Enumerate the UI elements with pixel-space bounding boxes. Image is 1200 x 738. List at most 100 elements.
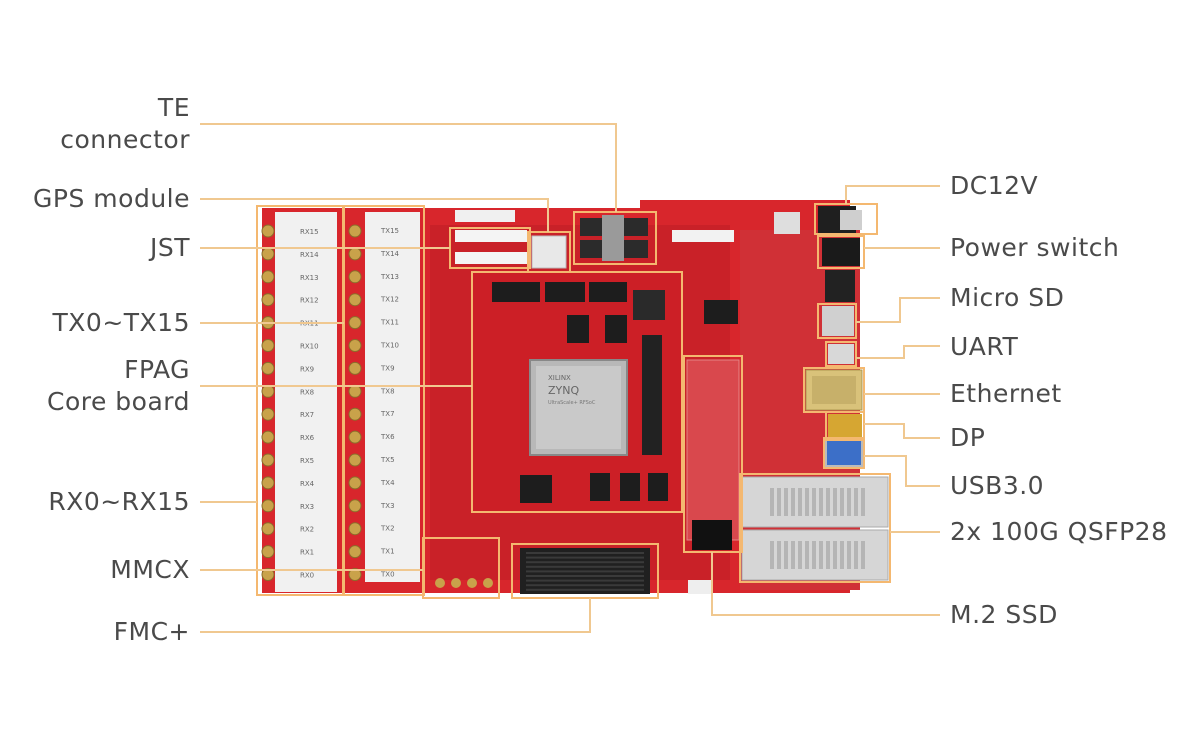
tx-port-label: TX5 — [380, 456, 395, 464]
usb-highlight — [823, 437, 865, 469]
rx-port-label: RX4 — [300, 480, 315, 488]
rx-mmcx-connector — [261, 407, 275, 421]
rx-mmcx-connector — [261, 224, 275, 238]
rx-port-label: RX8 — [300, 388, 314, 396]
qsfp-highlight — [739, 473, 891, 583]
fpag-line2: Core board — [46, 387, 190, 416]
rx-port-label: RX3 — [300, 503, 314, 511]
tx-port-label: TX15 — [380, 227, 399, 235]
mmcx-highlight — [422, 537, 500, 599]
rx-port-label: RX10 — [300, 343, 319, 351]
chip-sub: UltraScale+ RFSoC — [548, 400, 596, 406]
rx-mmcx-connector — [261, 247, 275, 261]
rx-mmcx-connector — [261, 361, 275, 375]
qsfp-label: 2x 100G QSFP28 — [950, 517, 1168, 546]
tx-mmcx-connector — [348, 316, 362, 330]
rx-port-label: RX5 — [300, 457, 314, 465]
rx-mmcx-connector — [261, 430, 275, 444]
rx-port-label: RX13 — [300, 274, 319, 282]
m2-ssd-label: M.2 SSD — [950, 600, 1058, 629]
tx-port-label: TX7 — [380, 410, 395, 418]
tx-label: TX0~TX15 — [52, 308, 190, 337]
leader-usb — [864, 455, 940, 487]
tx-mmcx-connector — [348, 361, 362, 375]
rx-mmcx-connector — [261, 522, 275, 536]
rx-port-label: RX6 — [300, 434, 315, 442]
ethernet-label: Ethernet — [950, 379, 1062, 408]
gps-module-label: GPS module — [33, 184, 190, 213]
rx-strip — [275, 212, 337, 592]
rx-port-label: RX12 — [300, 297, 319, 305]
power-highlight — [817, 235, 865, 269]
te-connector-line1: TE — [157, 93, 190, 122]
mmcx-small-connector — [435, 578, 445, 588]
tx-mmcx-connector — [348, 499, 362, 513]
rx-mmcx-connector — [261, 568, 275, 581]
rx-port-label: RX1 — [300, 549, 314, 557]
tx-port-label: TX4 — [380, 479, 395, 487]
rx-mmcx-connector — [261, 545, 275, 559]
jst-label: JST — [149, 233, 190, 262]
leader-fmc — [200, 598, 591, 633]
tx-mmcx-connector — [348, 270, 362, 284]
tx-highlight — [343, 205, 425, 596]
leader-dc — [845, 185, 940, 204]
rx-mmcx-connector — [261, 270, 275, 284]
tx-port-label: TX3 — [380, 502, 395, 510]
fpag-line1: FPAG — [124, 355, 190, 384]
rx-label: RX0~RX15 — [48, 487, 190, 516]
tx-port-label: TX8 — [380, 387, 395, 395]
mmcx-small-connector — [467, 578, 477, 588]
tx-port-label: TX13 — [380, 273, 399, 281]
mmcx-small-connector — [483, 578, 493, 588]
tx-mmcx-connector — [348, 476, 362, 490]
tx-port-label: TX11 — [380, 319, 399, 327]
chip-brand: XILINX — [548, 374, 571, 382]
tx-port-label: TX2 — [380, 525, 395, 533]
dp-highlight — [825, 411, 865, 441]
uart-highlight — [825, 341, 857, 367]
tx-port-label: TX14 — [380, 250, 400, 258]
tx-port-label: TX6 — [380, 433, 395, 441]
rx-port-label: RX7 — [300, 411, 314, 419]
tx-port-label: TX10 — [380, 342, 399, 350]
rx-port-label: RX2 — [300, 526, 314, 534]
tx-port-label: TX0 — [380, 571, 395, 579]
tx-mmcx-connector — [348, 568, 362, 581]
tx-mmcx-connector — [348, 522, 362, 536]
leader-m2 — [711, 552, 940, 616]
tx-strip — [365, 212, 420, 582]
rx-mmcx-connector — [261, 384, 275, 398]
tx-mmcx-connector — [348, 407, 362, 421]
leader-te — [200, 123, 617, 212]
rx-mmcx-connector — [261, 339, 275, 352]
m2-slot — [686, 359, 740, 541]
dc12v-label: DC12V — [950, 171, 1039, 200]
micro-sd-label: Micro SD — [950, 283, 1065, 312]
tx-mmcx-connector — [348, 430, 362, 444]
mmcx-label: MMCX — [110, 555, 190, 584]
mmcx-small-connector — [451, 578, 461, 588]
tx-mmcx-connector — [348, 224, 362, 238]
tx-port-label: TX9 — [380, 364, 395, 372]
rx-mmcx-connector — [261, 476, 275, 490]
te-connector-label: TE connector — [60, 92, 190, 156]
chip-name: ZYNQ — [548, 384, 579, 397]
usb30-label: USB3.0 — [950, 471, 1045, 500]
tx-port-label: TX1 — [380, 548, 395, 556]
tx-mmcx-connector — [348, 247, 362, 261]
dp-label: DP — [950, 423, 986, 452]
rx-port-label: RX14 — [300, 251, 319, 259]
rx-port-label: RX9 — [300, 365, 314, 373]
rx-mmcx-connector — [261, 499, 275, 513]
leader-gps — [200, 198, 549, 232]
power-switch-label: Power switch — [950, 233, 1120, 262]
fmc-label: FMC+ — [113, 617, 190, 646]
rx-port-label: RX15 — [300, 228, 319, 236]
tx-mmcx-connector — [348, 453, 362, 467]
te-connector-line2: connector — [60, 125, 190, 154]
rx-port-label: RX0 — [300, 572, 314, 580]
tx-mmcx-connector — [348, 545, 362, 559]
